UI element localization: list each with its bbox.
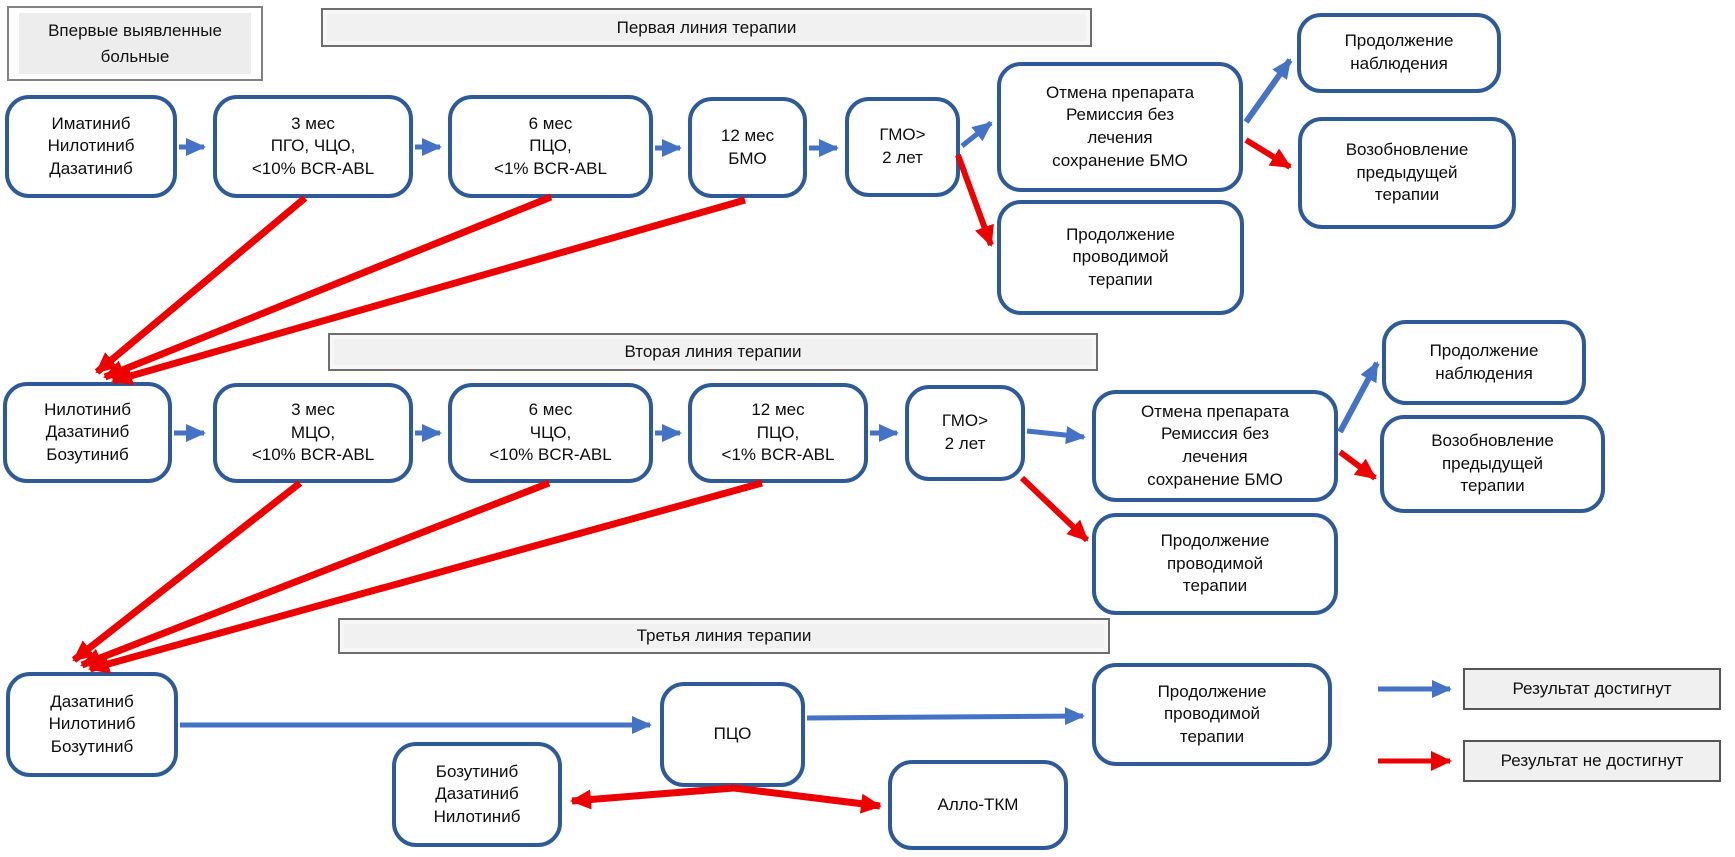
newly-diagnosed-label: Впервые выявленные больные xyxy=(19,13,251,74)
edge-l3-pco-to-continue-icon xyxy=(806,707,1085,726)
node-l1-cancel: Отмена препарата Ремиссия без лечения со… xyxy=(997,62,1243,192)
node-l2-12mo: 12 мес ПЦО, <1% BCR-ABL xyxy=(688,383,868,483)
node-l3-switch: Бозутиниб Дазатиниб Нилотиниб xyxy=(392,742,562,847)
node-l3-continue: Продолжение проводимой терапии xyxy=(1092,663,1332,766)
newly-diagnosed-box: Впервые выявленные больные xyxy=(7,6,263,81)
node-l1-resume: Возобновление предыдущей терапии xyxy=(1298,117,1516,229)
edge-l3-pco-to-allo-tkm-icon xyxy=(733,784,882,814)
node-l2-observe: Продолжение наблюдения xyxy=(1382,320,1586,405)
header-second-line: Вторая линия терапии xyxy=(328,333,1098,371)
node-l3-pco: ПЦО xyxy=(660,682,805,787)
edge-l2-gmo-to-continue-icon xyxy=(1019,475,1090,543)
node-l2-resume: Возобновление предыдущей терапии xyxy=(1380,415,1605,513)
header-third-line: Третья линия терапии xyxy=(338,618,1110,654)
node-l1-continue: Продолжение проводимой терапии xyxy=(997,200,1244,315)
edge-l1-gmo-to-cancel-icon xyxy=(960,121,993,148)
edge-l1-3mo-to-l2-drugs-icon xyxy=(94,195,308,375)
edge-l1-gmo-to-continue-icon xyxy=(955,153,994,247)
node-l2-continue: Продолжение проводимой терапии xyxy=(1092,513,1338,615)
node-l2-6mo: 6 мес ЧЦО, <10% BCR-ABL xyxy=(448,383,653,483)
node-l3-allo-tkm: Алло-ТКМ xyxy=(888,760,1068,850)
node-l2-drugs: Нилотиниб Дазатиниб Бозутиниб xyxy=(3,382,172,483)
node-l1-gmo: ГМО> 2 лет xyxy=(845,97,960,197)
legend-achieved-label: Результат достигнут xyxy=(1463,668,1721,710)
node-l3-drugs: Дазатиниб Нилотиниб Бозутиниб xyxy=(6,672,178,777)
node-l2-3mo: 3 мес МЦО, <10% BCR-ABL xyxy=(213,383,413,483)
node-l2-gmo: ГМО> 2 лет xyxy=(905,385,1025,481)
legend-not-achieved-label: Результат не достигнут xyxy=(1463,740,1721,782)
node-l1-12mo: 12 мес БМО xyxy=(688,97,807,198)
header-first-line: Первая линия терапии xyxy=(321,8,1092,47)
edge-l2-cancel-to-resume-icon xyxy=(1338,449,1377,481)
edge-l2-gmo-to-cancel-icon xyxy=(1026,426,1086,445)
edge-l2-3mo-to-l3-drugs-icon xyxy=(71,480,303,663)
node-l1-3mo: 3 мес ПГО, ЧЦО, <10% BCR-ABL xyxy=(213,95,413,198)
node-l1-observe: Продолжение наблюдения xyxy=(1297,13,1501,93)
edge-l1-cancel-to-resume-icon xyxy=(1244,137,1292,170)
edge-l2-cancel-to-observe-icon xyxy=(1337,361,1380,434)
node-l2-cancel: Отмена препарата Ремиссия без лечения со… xyxy=(1092,390,1338,502)
edge-l3-pco-to-switch-icon xyxy=(570,784,735,810)
node-l1-drugs: Иматиниб Нилотиниб Дазатиниб xyxy=(5,95,177,198)
edge-l1-cancel-to-observe-icon xyxy=(1243,58,1293,124)
node-l1-6mo: 6 мес ПЦО, <1% BCR-ABL xyxy=(448,95,653,198)
